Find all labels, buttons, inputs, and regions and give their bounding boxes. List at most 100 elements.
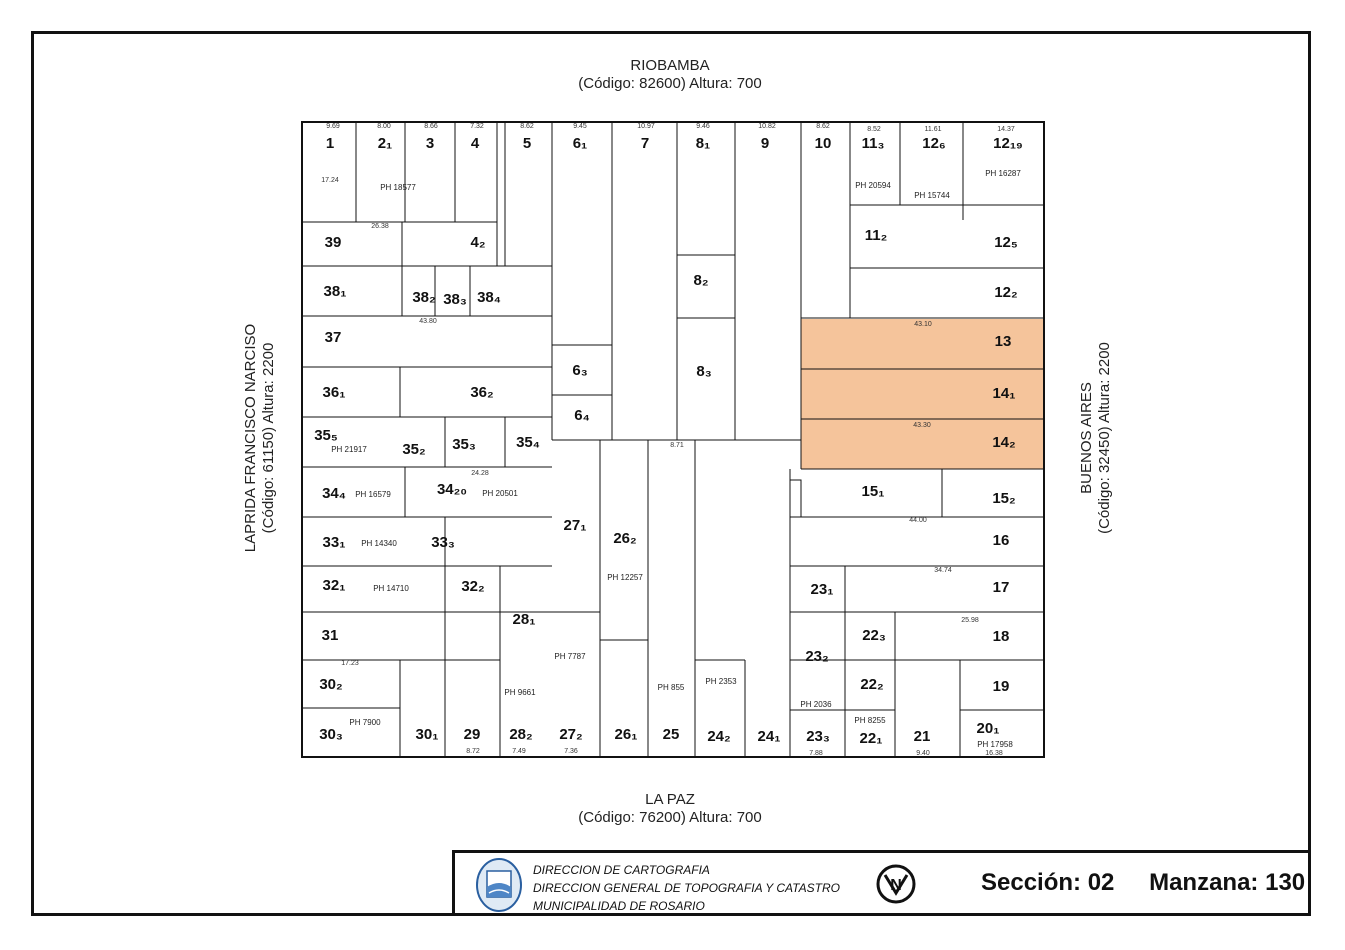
lot-number: 33₃ <box>431 534 455 551</box>
lot-number: 14₁ <box>993 385 1016 402</box>
lot-number: 19 <box>993 678 1010 695</box>
lot-number: 8₃ <box>696 363 711 380</box>
lot-number: 9 <box>761 135 769 152</box>
highlight-lot-14-1[interactable] <box>801 369 1044 419</box>
dimension-label: 26.38 <box>371 223 389 230</box>
ph-label: PH 9661 <box>504 688 536 697</box>
lot-number: 32₂ <box>461 578 484 595</box>
dimension-label: 8.00 <box>377 123 391 130</box>
lot-number: 39 <box>325 234 342 251</box>
lot-number: 29 <box>464 726 481 743</box>
lot-number: 37 <box>325 329 342 346</box>
dimension-label: 8.62 <box>816 123 830 130</box>
lot-number: 24₂ <box>707 728 730 745</box>
street-info: (Código: 76200) Altura: 700 <box>578 809 762 826</box>
ph-label: PH 21917 <box>331 445 367 454</box>
highlight-lot-14-2[interactable] <box>801 419 1044 469</box>
ph-label: PH 14710 <box>373 584 409 593</box>
dimension-label: 8.52 <box>867 126 881 133</box>
map-frame <box>31 31 1311 916</box>
lot-number: 22₂ <box>860 676 883 693</box>
title-block: DIRECCION DE CARTOGRAFIA DIRECCION GENER… <box>452 850 1311 916</box>
lot-number: 38₁ <box>324 283 347 300</box>
lot-number: 27₂ <box>559 726 582 743</box>
lot-number: 15₁ <box>862 483 885 500</box>
manzana-label: Manzana: 130 <box>1149 869 1306 896</box>
lot-number: 6₄ <box>574 407 590 424</box>
ph-label: PH 20594 <box>855 181 891 190</box>
dimension-label: 10.82 <box>758 123 776 130</box>
dimension-label: 9.69 <box>326 123 340 130</box>
lot-number: 25 <box>663 726 680 743</box>
dimension-label: 34.74 <box>934 567 952 574</box>
lot-number: 36₂ <box>470 384 493 401</box>
lot-number: 23₃ <box>806 728 830 745</box>
lot-number: 12₁₉ <box>993 135 1023 152</box>
lot-number: 5 <box>523 135 531 152</box>
ph-label: PH 16579 <box>355 490 391 499</box>
ph-label: PH 20501 <box>482 489 518 498</box>
street-info: (Código: 82600) Altura: 700 <box>578 75 762 92</box>
lot-number: 8₁ <box>696 135 711 152</box>
dimension-label: 9.46 <box>696 123 710 130</box>
ph-label: PH 2036 <box>800 700 832 709</box>
lot-number: 6₃ <box>572 362 587 379</box>
north-arrow-icon: N <box>876 864 916 904</box>
ph-label: PH 12257 <box>607 573 643 582</box>
lot-number: 24₁ <box>758 728 781 745</box>
lot-number: 33₁ <box>323 534 346 551</box>
lot-number: 23₁ <box>811 581 834 598</box>
lot-number: 35₃ <box>452 436 476 453</box>
lot-number: 14₂ <box>992 434 1015 451</box>
ph-label: PH 855 <box>658 683 685 692</box>
lot-number: 2₁ <box>378 135 393 152</box>
hatched-strip <box>789 479 802 518</box>
lot-number: 27₁ <box>564 517 587 534</box>
lot-number: 30₁ <box>416 726 439 743</box>
lot-number: 12₅ <box>994 234 1018 251</box>
lot-number: 20₁ <box>977 720 1000 737</box>
dimension-label: 8.72 <box>466 748 480 755</box>
ph-label: PH 2353 <box>705 677 737 686</box>
lot-number: 18 <box>993 628 1010 645</box>
dimension-label: 17.24 <box>321 177 339 184</box>
dimension-label: 9.40 <box>916 750 930 757</box>
lot-number: 12₂ <box>994 284 1017 301</box>
highlight-lot-13[interactable] <box>801 319 1044 369</box>
street-bottom-label: LA PAZ (Código: 76200) Altura: 700 <box>520 791 820 827</box>
dimension-label: 8.71 <box>670 442 684 449</box>
lot-number: 38₃ <box>443 291 467 308</box>
dimension-label: 8.62 <box>520 123 534 130</box>
section-block: Sección: 02 Manzana: 130 <box>981 869 1333 897</box>
lot-number: 11₂ <box>865 227 888 244</box>
lot-number: 28₂ <box>509 726 532 743</box>
ph-label: PH 7787 <box>554 652 586 661</box>
dimension-label: 43.80 <box>419 318 437 325</box>
dimension-label: 16.38 <box>985 750 1003 757</box>
lot-number: 13 <box>995 333 1012 350</box>
ph-label: PH 17958 <box>977 740 1013 749</box>
lot-number: 4 <box>471 135 480 152</box>
dimension-label: 14.37 <box>997 126 1015 133</box>
lot-number: 36₁ <box>323 384 346 401</box>
lot-number: 11₃ <box>862 135 885 152</box>
lot-number: 15₂ <box>992 490 1015 507</box>
dimension-label: 17.23 <box>341 660 359 667</box>
lot-number: 26₁ <box>615 726 638 743</box>
lot-number: 26₂ <box>613 530 636 547</box>
agency-text: DIRECCION DE CARTOGRAFIA DIRECCION GENER… <box>533 861 840 915</box>
lot-number: 35₂ <box>402 441 425 458</box>
ph-label: PH 15744 <box>914 191 950 200</box>
rosario-seal-icon <box>476 858 522 912</box>
lot-number: 8₂ <box>693 272 708 289</box>
lot-number: 16 <box>993 532 1010 549</box>
lot-number: 28₁ <box>513 611 536 628</box>
lot-number: 21 <box>914 728 931 745</box>
lot-number: 30₂ <box>319 676 342 693</box>
lot-number: 6₁ <box>573 135 588 152</box>
seccion-label: Sección: 02 <box>981 869 1115 896</box>
agency-line-3: MUNICIPALIDAD DE ROSARIO <box>533 899 705 913</box>
